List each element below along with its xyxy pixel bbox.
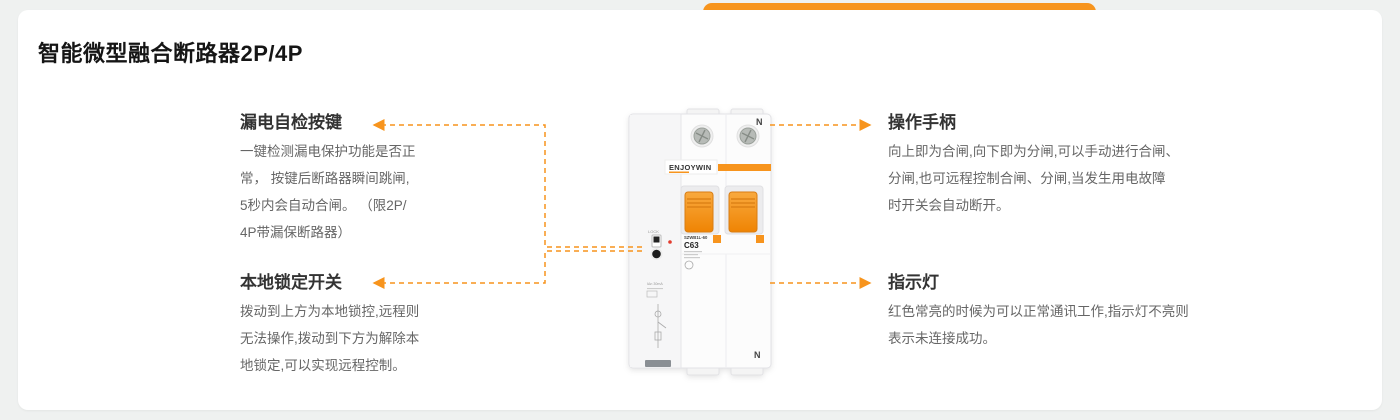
handle-base [756,235,764,243]
self-check-button [652,249,661,259]
brand-logo-text: ENJOYWIN [669,163,711,172]
leakage-rating-label: IΔn 30mA [647,282,663,286]
handle-base [713,235,721,243]
micro-text-bar [684,257,700,259]
din-rail-clip [645,360,671,367]
brand-logo-swoosh [669,171,689,173]
annotation-title: 指示灯 [888,273,939,292]
top-terminal-label: N [756,117,763,127]
spec-box [646,290,658,298]
annotation-body: 拨动到上方为本地锁控,远程则 无法操作,拨动到下方为解除本 地锁定,可以实现远程… [240,304,420,373]
annotation-operating-handle: 操作手柄 向上即为合闸,向下即为分闸,可以手动进行合闸、 分闸,也可远程控制合闸… [888,112,1228,219]
annotation-title: 漏电自检按键 [240,113,342,132]
local-lock-switch [651,234,662,248]
orange-strip [718,164,771,171]
micro-text-bar [647,288,663,290]
bottom-terminal-label: N [754,350,761,360]
terminal-screw [736,124,760,148]
annotation-body: 向上即为合闸,向下即为分闸,可以手动进行合闸、 分闸,也可远程控制合闸、分闸,当… [888,144,1180,213]
toggle-handle [728,191,758,233]
circuit-diagram [654,304,667,348]
micro-text-bar [684,254,698,256]
micro-text-bar [684,251,702,253]
toggle-handle [684,191,714,233]
breaker-device-image: N ENJOYWIN [625,108,775,376]
certification-mark [684,260,694,270]
indicator-led [668,240,672,244]
breaker-illustration: N ENJOYWIN [628,108,772,376]
annotation-leakage-self-check: 漏电自检按键 一键检测漏电保护功能是否正 常， 按键后断路器瞬间跳闸, 5秒内会… [240,112,475,246]
brand-plate [664,159,718,175]
annotation-local-lock-switch: 本地锁定开关 拨动到上方为本地锁控,远程则 无法操作,拨动到下方为解除本 地锁定… [240,272,475,379]
model-label: SZWB1L-60 [684,235,708,240]
annotation-indicator-light: 指示灯 红色常亮的时候为可以正常通讯工作,指示灯不亮则 表示未连接成功。 [888,272,1228,352]
lock-label: LOCK [648,229,659,234]
annotation-body: 红色常亮的时候为可以正常通讯工作,指示灯不亮则 表示未连接成功。 [888,304,1189,346]
page-title: 智能微型融合断路器2P/4P [38,41,303,66]
annotation-title: 操作手柄 [888,113,956,132]
annotation-body: 一键检测漏电保护功能是否正 常， 按键后断路器瞬间跳闸, 5秒内会自动合闸。 （… [240,144,416,240]
annotation-title: 本地锁定开关 [240,273,342,292]
rating-label: C63 [684,241,699,250]
terminal-screw [690,124,714,148]
